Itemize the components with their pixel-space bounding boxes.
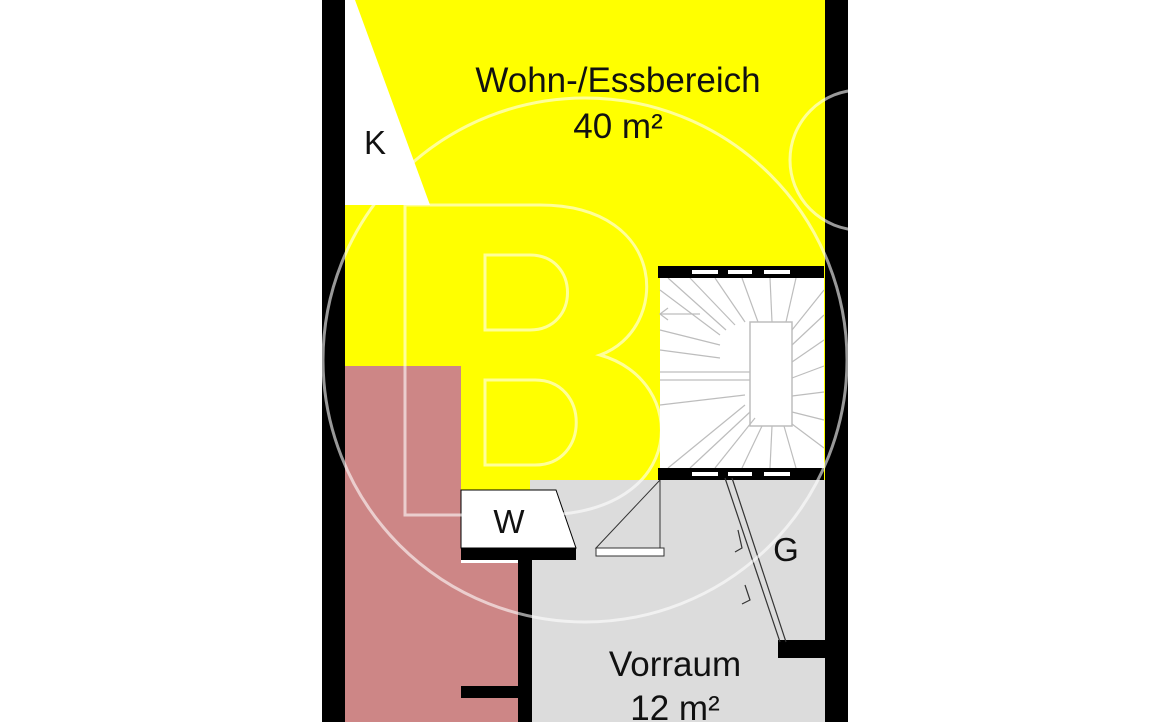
room-area-wohn-ess: 40 m²	[573, 107, 662, 146]
watermark-logo	[321, 88, 932, 624]
side-room-area	[345, 366, 519, 722]
room-area-vorraum: 12 m²	[630, 689, 719, 722]
room-name-vorraum: Vorraum	[609, 645, 741, 684]
room-name-wohn-ess: Wohn-/Essbereich	[475, 61, 760, 100]
kitchen-counter	[345, 0, 430, 205]
hallway-area	[530, 480, 825, 722]
staircase	[659, 277, 825, 469]
walls	[322, 0, 848, 722]
window-openings	[692, 270, 790, 476]
wardrobe-label: W	[493, 503, 525, 540]
garderobe-label: G	[773, 531, 799, 568]
kitchen-label: K	[364, 124, 386, 161]
